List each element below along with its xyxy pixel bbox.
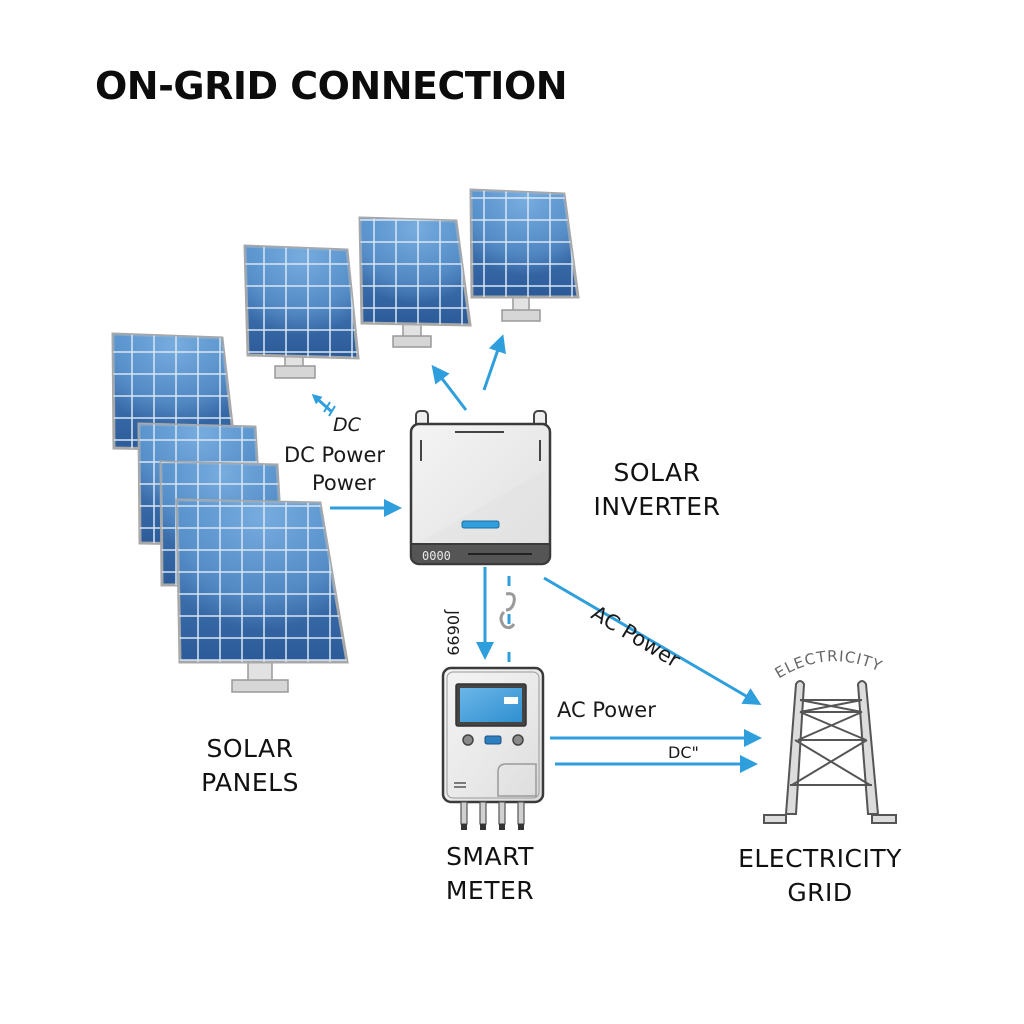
electricity-grid-label-line1: ELECTRICITY — [738, 844, 902, 873]
dc-meter-label: DC" — [668, 743, 699, 762]
dc-hatch-2 — [328, 405, 336, 417]
electricity-tower-icon — [763, 680, 897, 824]
solar-panel-left-1 — [111, 332, 237, 452]
smart-meter-label-line2: METER — [445, 876, 535, 905]
dc-arrow-to-panel — [311, 394, 333, 414]
ac-power-meter-label: AC Power — [557, 698, 656, 722]
meter-terminals — [460, 801, 525, 830]
smart-meter-label-line1: SMART — [446, 842, 534, 871]
solar-inverter-label-line1: SOLAR — [613, 458, 701, 487]
electricity-grid-label-line2: GRID — [787, 878, 853, 907]
solar-panel-left-front — [175, 498, 349, 693]
solar-panel-top-3 — [469, 188, 580, 322]
inverter-to-panel-3-arrow — [482, 334, 506, 391]
dc-power-label-2: Power — [312, 471, 376, 495]
solar-panel-top-2 — [358, 216, 472, 348]
solar-panels-label-line1: SOLAR — [206, 734, 294, 763]
solar-panels-label: SOLAR PANELS — [180, 732, 320, 800]
inverter-indicator-text: 0000 — [422, 549, 451, 563]
solar-inverter — [409, 410, 552, 566]
tower-arc-text: ELECTRICITY — [772, 647, 886, 682]
ac-power-diagonal-arrow — [543, 576, 762, 706]
dc-hatch-1 — [323, 401, 331, 413]
solar-inverter-label: SOLAR INVERTER — [582, 456, 732, 524]
inverter-status-led — [461, 520, 500, 529]
solar-inverter-label-line2: INVERTER — [593, 492, 721, 521]
dc-power-label: DC Power — [284, 443, 386, 467]
solar-panel-top-1 — [243, 244, 360, 379]
connector-hook-icon — [499, 592, 516, 630]
diagram-title: ON-GRID CONNECTION — [95, 64, 568, 108]
dc-small-label: DC — [333, 414, 361, 436]
inverter-to-panel-2-arrow — [431, 364, 468, 411]
smart-meter — [441, 666, 545, 830]
electricity-grid-label: ELECTRICITY GRID — [730, 842, 910, 910]
inverter-meter-label: J0699 — [443, 610, 463, 656]
solar-panels-label-line2: PANELS — [201, 768, 299, 797]
smart-meter-label: SMART METER — [420, 840, 560, 908]
